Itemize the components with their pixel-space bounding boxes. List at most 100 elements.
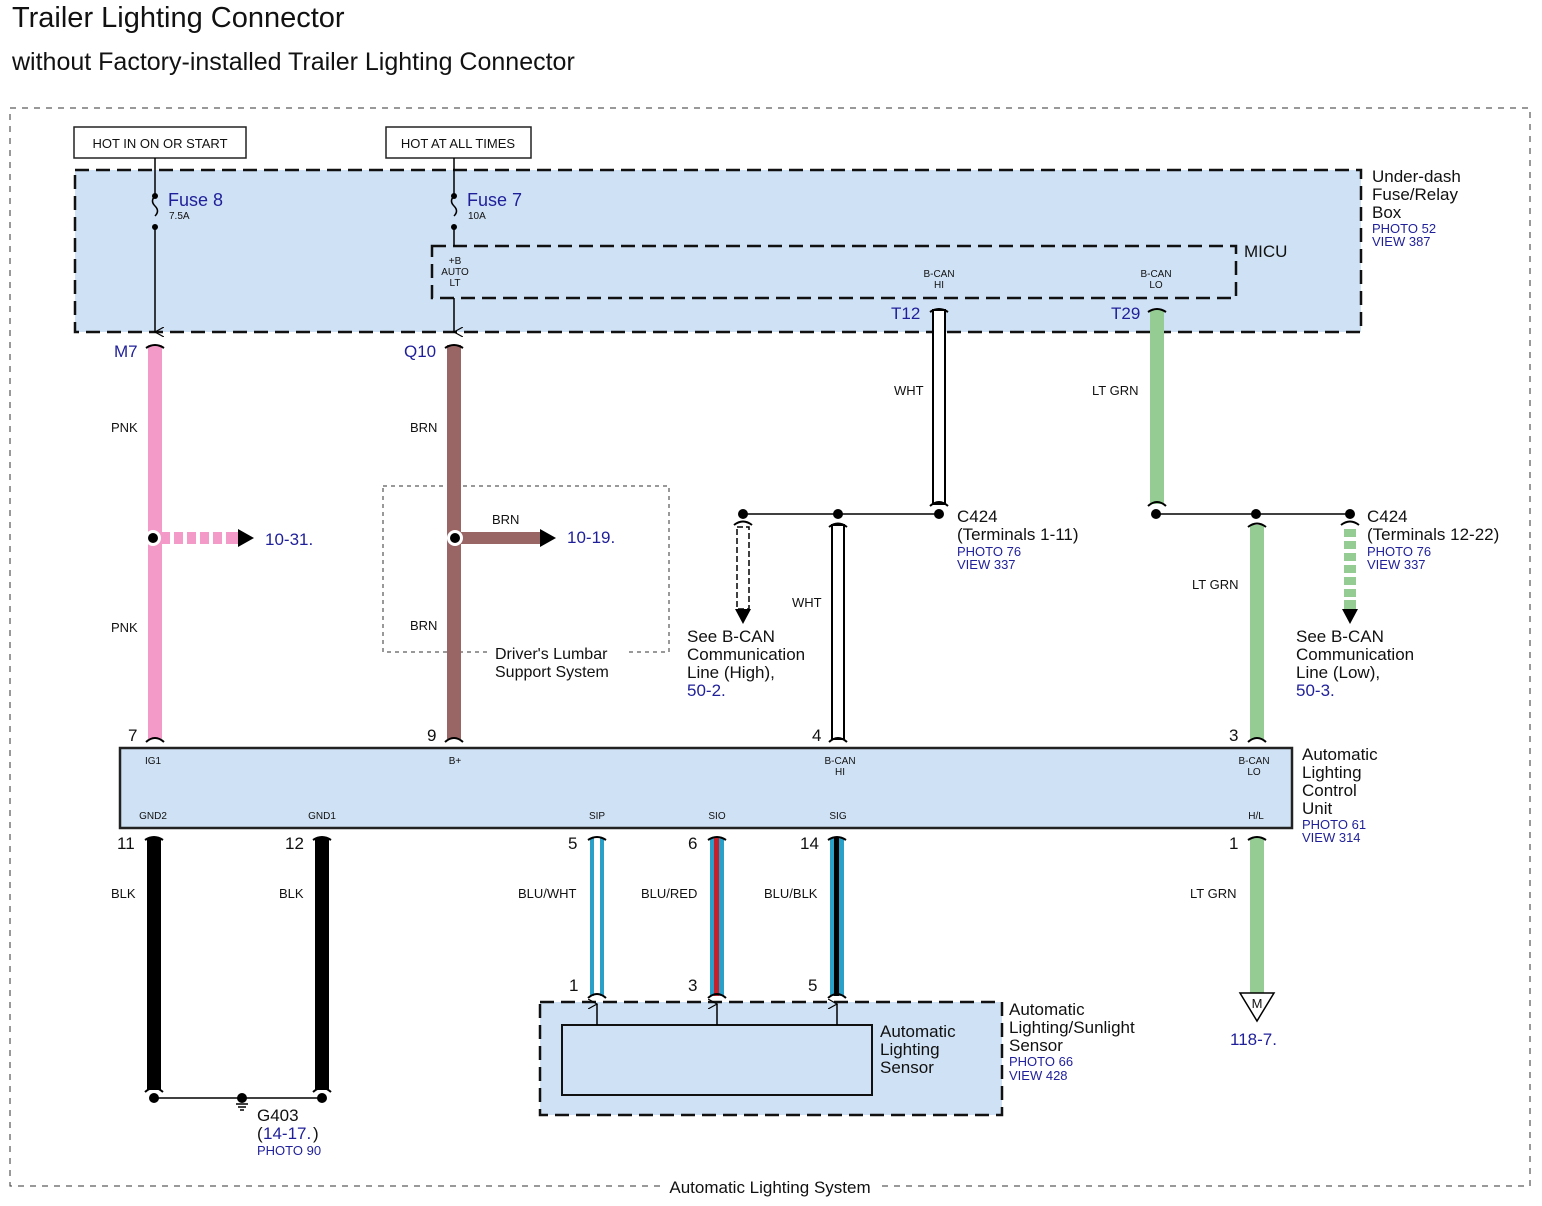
- bcan-high-branch: See B-CAN Communication Line (High),: [687, 520, 805, 682]
- pin-num-5: 5: [568, 834, 577, 853]
- pin-label-bcan-hi: B-CAN: [824, 756, 855, 767]
- wire-brn: BRN BRN BRN: [410, 344, 556, 743]
- svg-text:PNK: PNK: [111, 620, 138, 635]
- wire-blk-gnd1: BLK: [279, 836, 332, 1093]
- wire-wht-lower: WHT: [792, 522, 848, 743]
- svg-text:HI: HI: [934, 280, 944, 291]
- svg-text:+B: +B: [449, 256, 462, 267]
- svg-text:BLK: BLK: [279, 886, 304, 901]
- svg-text:B-CAN: B-CAN: [923, 269, 954, 280]
- fuse-7-label: Fuse 7: [467, 190, 522, 210]
- control-unit: Automatic Lighting Control Unit PHOTO 61…: [118, 745, 1378, 845]
- pin-num-1: 1: [1229, 834, 1238, 853]
- svg-text:LO: LO: [1247, 767, 1261, 778]
- svg-text:Communication: Communication: [687, 645, 805, 664]
- wire-blu-wht: BLU/WHT: [518, 836, 607, 999]
- fuse-7-rating: 10A: [468, 211, 486, 222]
- pin-num-6: 6: [688, 834, 697, 853]
- terminal-t12: T12: [891, 304, 920, 323]
- ground-ref-link[interactable]: 14-17.: [263, 1124, 311, 1143]
- svg-text:Driver's Lumbar: Driver's Lumbar: [495, 646, 608, 663]
- wire-blu-red: BLU/RED: [641, 836, 727, 999]
- svg-text:BRN: BRN: [410, 420, 437, 435]
- pin-label-gnd1: GND1: [308, 811, 336, 822]
- svg-text:Automatic: Automatic: [1009, 1000, 1085, 1019]
- power-source-batt: HOT AT ALL TIMES: [385, 126, 532, 159]
- terminal-t29: T29: [1111, 304, 1140, 323]
- sensor-pin-1: 1: [569, 976, 578, 995]
- svg-text:WHT: WHT: [894, 383, 924, 398]
- svg-text:G403: G403: [257, 1106, 299, 1125]
- bcan-low-ref-link[interactable]: 50-3.: [1296, 681, 1335, 700]
- svg-text:WHT: WHT: [792, 595, 822, 610]
- brn-ref-link[interactable]: 10-19.: [567, 528, 615, 547]
- fuse-7: Fuse 7 10A: [450, 158, 522, 332]
- svg-text:Lighting: Lighting: [1302, 763, 1362, 782]
- svg-text:BLU/WHT: BLU/WHT: [518, 886, 577, 901]
- pin-label-ig1: IG1: [145, 756, 162, 767]
- bcan-low-branch: See B-CAN Communication Line (Low),: [1296, 520, 1414, 682]
- svg-text:Sensor: Sensor: [880, 1058, 934, 1077]
- pin-label-hl: H/L: [1248, 811, 1264, 822]
- svg-text:Automatic: Automatic: [1302, 745, 1378, 764]
- svg-text:B-CAN: B-CAN: [1140, 269, 1171, 280]
- fuse-8: Fuse 8 7.5A: [151, 158, 223, 332]
- pin-label-gnd2: GND2: [139, 811, 167, 822]
- svg-text:PHOTO 76: PHOTO 76: [957, 544, 1021, 559]
- svg-text:BRN: BRN: [492, 512, 519, 527]
- pin-label-sig: SIG: [829, 811, 846, 822]
- svg-text:LT GRN: LT GRN: [1190, 886, 1236, 901]
- terminal-q10: Q10: [404, 342, 436, 361]
- svg-text:PHOTO 66: PHOTO 66: [1009, 1054, 1073, 1069]
- svg-text:See B-CAN: See B-CAN: [687, 627, 775, 646]
- pin-num-3: 3: [1229, 726, 1238, 745]
- page-subtitle: without Factory-installed Trailer Lighti…: [12, 48, 575, 76]
- svg-text:LO: LO: [1149, 280, 1163, 291]
- system-label: Automatic Lighting System: [669, 1178, 870, 1197]
- svg-text:MICU: MICU: [1244, 242, 1287, 261]
- pnk-ref-link[interactable]: 10-31.: [265, 530, 313, 549]
- pin-label-sip: SIP: [589, 811, 605, 822]
- micu-box: MICU +B AUTO LT B-CAN HI B-CAN LO: [430, 242, 1287, 300]
- ground-icon: [236, 1103, 248, 1111]
- wire-ltgrn-upper: LT GRN: [1092, 308, 1167, 507]
- bcan-high-ref-link[interactable]: 50-2.: [687, 681, 726, 700]
- svg-text:Unit: Unit: [1302, 799, 1333, 818]
- svg-text:Line (High),: Line (High),: [687, 663, 775, 682]
- terminal-m7: M7: [114, 342, 138, 361]
- svg-text:Box: Box: [1372, 203, 1402, 222]
- wire-blk-gnd2: BLK: [111, 836, 164, 1093]
- svg-text:LT GRN: LT GRN: [1192, 577, 1238, 592]
- svg-text:PHOTO 90: PHOTO 90: [257, 1143, 321, 1158]
- wire-ltgrn-lower: LT GRN: [1192, 522, 1267, 743]
- power-source-ig: HOT IN ON OR START: [73, 126, 247, 159]
- page-title: Trailer Lighting Connector: [12, 2, 345, 34]
- pin-label-bplus: B+: [449, 756, 462, 767]
- pin-label-bcan-lo: B-CAN: [1238, 756, 1269, 767]
- sensor-assembly: Automatic Lighting Sensor Automatic Ligh…: [538, 1000, 1135, 1117]
- svg-text:Control: Control: [1302, 781, 1357, 800]
- svg-text:LT GRN: LT GRN: [1092, 383, 1138, 398]
- lumbar-support-box: Driver's Lumbar Support System: [382, 485, 670, 681]
- svg-text:Automatic: Automatic: [880, 1022, 956, 1041]
- c424-lo-junction: C424 (Terminals 12-22) PHOTO 76 VIEW 337: [1151, 507, 1499, 572]
- svg-text:Support System: Support System: [495, 664, 609, 681]
- pin-num-4: 4: [812, 726, 821, 745]
- svg-text:HI: HI: [835, 767, 845, 778]
- svg-text:AUTO: AUTO: [441, 267, 469, 278]
- sensor-pin-3: 3: [688, 976, 697, 995]
- pnk-branch-arrow: [162, 529, 254, 547]
- pin-num-9: 9: [427, 726, 436, 745]
- svg-text:LT: LT: [450, 278, 461, 289]
- svg-text:M: M: [1252, 996, 1263, 1011]
- svg-text:VIEW 337: VIEW 337: [1367, 557, 1426, 572]
- m-ref-link[interactable]: 118-7.: [1230, 1030, 1277, 1049]
- svg-text:VIEW 428: VIEW 428: [1009, 1068, 1068, 1083]
- wire-ltgrn-hl: LT GRN M: [1190, 836, 1276, 1023]
- ground-g403: G403 ( ) PHOTO 90: [149, 1093, 327, 1158]
- wire-blu-blk: BLU/BLK: [764, 836, 847, 999]
- svg-text:(Terminals 12-22): (Terminals 12-22): [1367, 525, 1499, 544]
- svg-text:PHOTO 61: PHOTO 61: [1302, 817, 1366, 832]
- c424-hi-junction: C424 (Terminals 1-11) PHOTO 76 VIEW 337: [738, 507, 1079, 572]
